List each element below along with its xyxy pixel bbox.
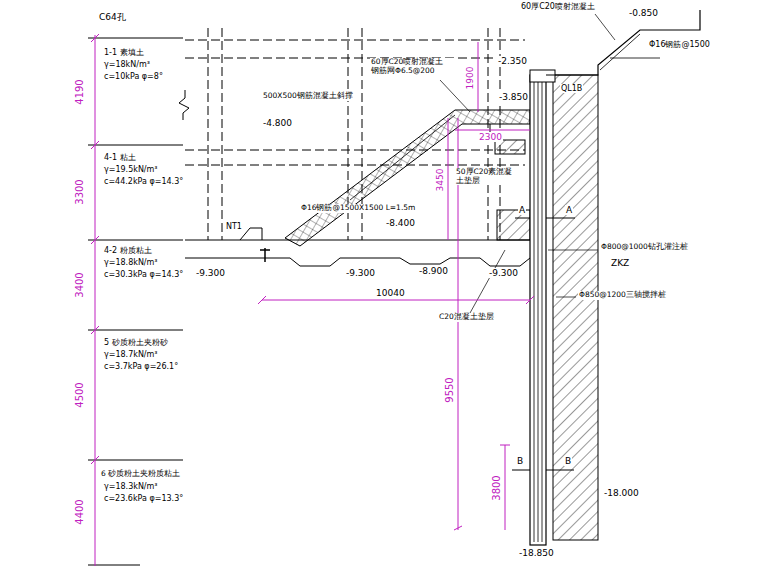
drawing-label: 1-1 素填土 xyxy=(103,48,145,57)
drawing-label: Φ16钢筋@1500 xyxy=(648,40,711,49)
drawing-label: c=10kPa φ=8° xyxy=(103,72,164,81)
drawing-label: 3300 xyxy=(74,178,86,205)
drawing-label: c=44.2kPa φ=14.3° xyxy=(103,177,184,186)
drawing-label: c=3.7kPa φ=26.1° xyxy=(103,362,179,371)
drawing-label: -8.400 xyxy=(385,218,416,228)
drawing-label: C20混凝土垫层 xyxy=(438,313,495,322)
drawing-label: γ=18.3kN/m³ xyxy=(103,482,159,491)
drawing-label: B xyxy=(564,456,572,466)
drawing-label: Φ850@1200三轴搅拌桩 xyxy=(578,291,667,300)
drawing-label: 3450 xyxy=(435,168,445,193)
drawing-label: γ=18.7kN/m³ xyxy=(103,350,159,359)
drawing-label: 5 砂质粉土夹粉砂 xyxy=(103,338,169,347)
drawing-label: γ=18.8kN/m³ xyxy=(103,258,159,267)
drawing-label: 4190 xyxy=(74,78,86,105)
drawing-label: c=23.6kPa φ=13.3° xyxy=(103,494,184,503)
drawing-label: -18.850 xyxy=(518,548,555,558)
drawing-label: NT1 xyxy=(225,222,243,231)
drawing-label: 4500 xyxy=(74,381,86,408)
drawing-label: C64孔 xyxy=(98,12,127,22)
drawing-label: A xyxy=(565,205,573,215)
drawing-label: 60厚C20喷射混凝土 钢筋网Φ6.5@200 xyxy=(370,58,454,75)
drawing-label: 2300 xyxy=(478,132,503,142)
drawing-label: 10040 xyxy=(375,288,406,298)
drawing-label: -9.300 xyxy=(195,268,226,278)
drawing-label: -0.850 xyxy=(628,8,659,18)
drawing-label: -8.900 xyxy=(418,266,449,276)
drawing-label: A xyxy=(518,205,526,215)
drawing-label: -2.350 xyxy=(497,56,528,66)
drawing-label: B xyxy=(516,456,524,466)
drawing-label: 6 砂质粉土夹粉质粘土 xyxy=(100,470,181,479)
drawing-label: 500X500钢筋混凝土斜撑 xyxy=(262,92,354,101)
drawing-label: -9.300 xyxy=(488,268,519,278)
drawing-label: -3.850 xyxy=(498,92,529,102)
drawing-label: 3400 xyxy=(74,271,86,298)
drawing-label: -4.800 xyxy=(262,118,293,128)
drawing-label: 4-2 粉质粘土 xyxy=(103,246,153,255)
drawing-label: ZKZ xyxy=(610,258,630,268)
drawing-label: Φ800@1000钻孔灌注桩 xyxy=(600,243,689,252)
drawing-label: 50厚C20素混凝土垫层 xyxy=(455,168,517,185)
drawing-label: 60厚C20喷射混凝土 xyxy=(520,2,596,11)
drawing-label: 9550 xyxy=(444,376,456,403)
drawing-label: -9.300 xyxy=(345,268,376,278)
drawing-label: γ=18kN/m³ xyxy=(103,60,151,69)
drawing-label: γ=19.5kN/m³ xyxy=(103,165,159,174)
drawing-label: 3800 xyxy=(491,474,503,501)
drawing-label: 1900 xyxy=(465,66,475,91)
drawing-label: 4-1 粘土 xyxy=(103,153,137,162)
drawing-label: QL1B xyxy=(560,84,583,93)
drawing-label: 4400 xyxy=(74,498,86,525)
drawing-label: c=30.3kPa φ=14.3° xyxy=(103,270,184,279)
drawing-label: Φ16钢筋@1500X1500 L=1.5m xyxy=(300,204,416,213)
drawing-label: -18.000 xyxy=(603,488,640,498)
